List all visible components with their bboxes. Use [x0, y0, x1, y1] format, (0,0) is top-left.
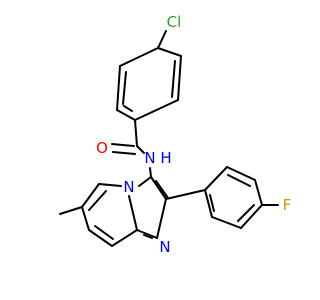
- imidazole-double-bond: [143, 234, 153, 239]
- methyl-bond: [59, 206, 83, 215]
- imidazole-bond: [138, 176, 152, 187]
- imidazole-nitrogen-label: N: [159, 238, 170, 256]
- bridgehead-nitrogen-label: N: [123, 178, 134, 196]
- pyridine-bond: [98, 183, 122, 187]
- pyridine-double-bond: [88, 190, 107, 211]
- fluorine-label: F: [283, 196, 292, 214]
- ring-b-bond: [204, 189, 213, 218]
- ring-a-inner-bond: [123, 105, 133, 112]
- carbonyl-bond: [134, 119, 138, 147]
- ring-a-bond: [157, 47, 182, 57]
- pyridine-bond: [111, 229, 138, 247]
- imidazole-bond: [128, 195, 138, 231]
- imidazole-bond: [156, 198, 167, 239]
- imidazole-double-bond: [155, 180, 169, 199]
- pyridine-double-bond: [94, 225, 114, 240]
- oxygen-label: O: [96, 139, 108, 157]
- chlorine-label: Cl: [167, 13, 182, 31]
- ring-a-bond: [177, 55, 182, 101]
- ring-b-bond: [254, 179, 263, 206]
- ring-b-bond: [226, 166, 256, 181]
- carbonyl-double-bond: [111, 143, 135, 147]
- ring-b-bond: [211, 216, 242, 229]
- imidazole-bond: [150, 176, 167, 200]
- ring-a-bond: [116, 65, 121, 111]
- aryl-bond: [165, 189, 206, 200]
- bond-network: [59, 30, 279, 247]
- pyridine-bond: [81, 183, 100, 208]
- amide-hydrogen-label: H: [160, 149, 171, 167]
- ring-b-bond: [204, 166, 228, 191]
- ring-a-bond: [134, 99, 179, 121]
- ring-b-inner-bond: [227, 174, 251, 187]
- ring-b-inner-bond: [237, 204, 255, 222]
- molecule-structure: Cl O N H N N F: [59, 13, 291, 256]
- ring-a-inner-bond: [171, 60, 176, 98]
- imidazole-bond: [136, 229, 158, 239]
- ring-b-bond: [240, 204, 263, 229]
- cl-ring-bond: [157, 30, 167, 49]
- amide-n-bond: [136, 145, 145, 154]
- amide-nitrogen-label: N: [144, 149, 155, 167]
- pyridine-bond: [81, 206, 90, 231]
- ring-a-inner-bond: [122, 71, 127, 105]
- ring-a-bond: [116, 109, 136, 121]
- ring-b-inner-bond: [209, 194, 215, 212]
- ring-a-bond: [119, 47, 159, 67]
- atom-labels: Cl O N H N N F: [96, 13, 291, 256]
- carbonyl-double-bond: [112, 151, 136, 155]
- n-c3-bond: [149, 167, 152, 178]
- pyridine-bond: [88, 229, 113, 247]
